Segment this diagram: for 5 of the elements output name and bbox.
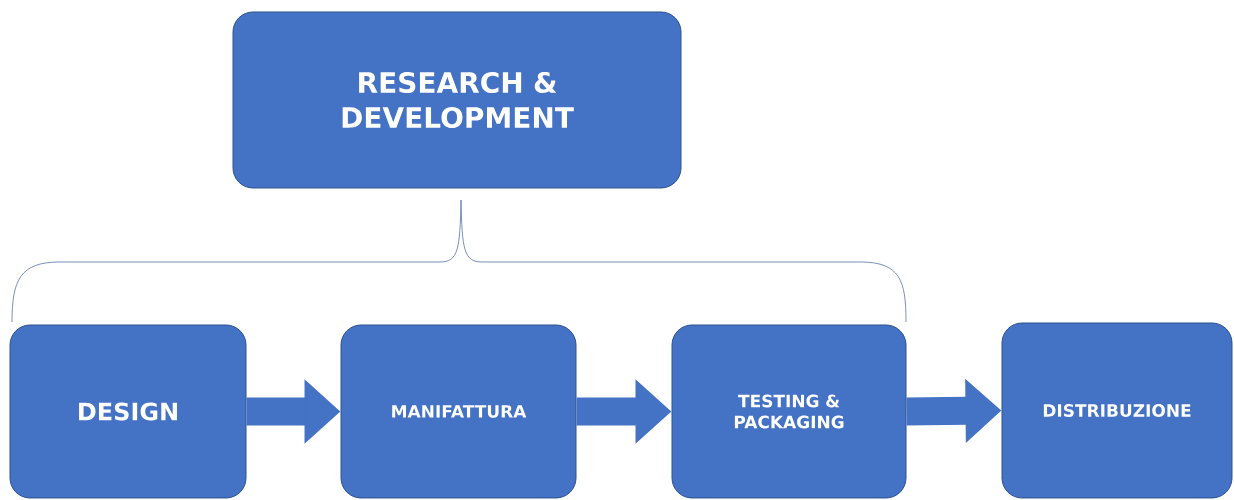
process-box: MANIFATTURA [340,324,577,499]
process-box: DESIGN [9,324,247,499]
process-box: DISTRIBUZIONE [1001,322,1233,499]
process-box: TESTING & PACKAGING [671,324,907,499]
process-box: RESEARCH & DEVELOPMENT [232,11,682,189]
